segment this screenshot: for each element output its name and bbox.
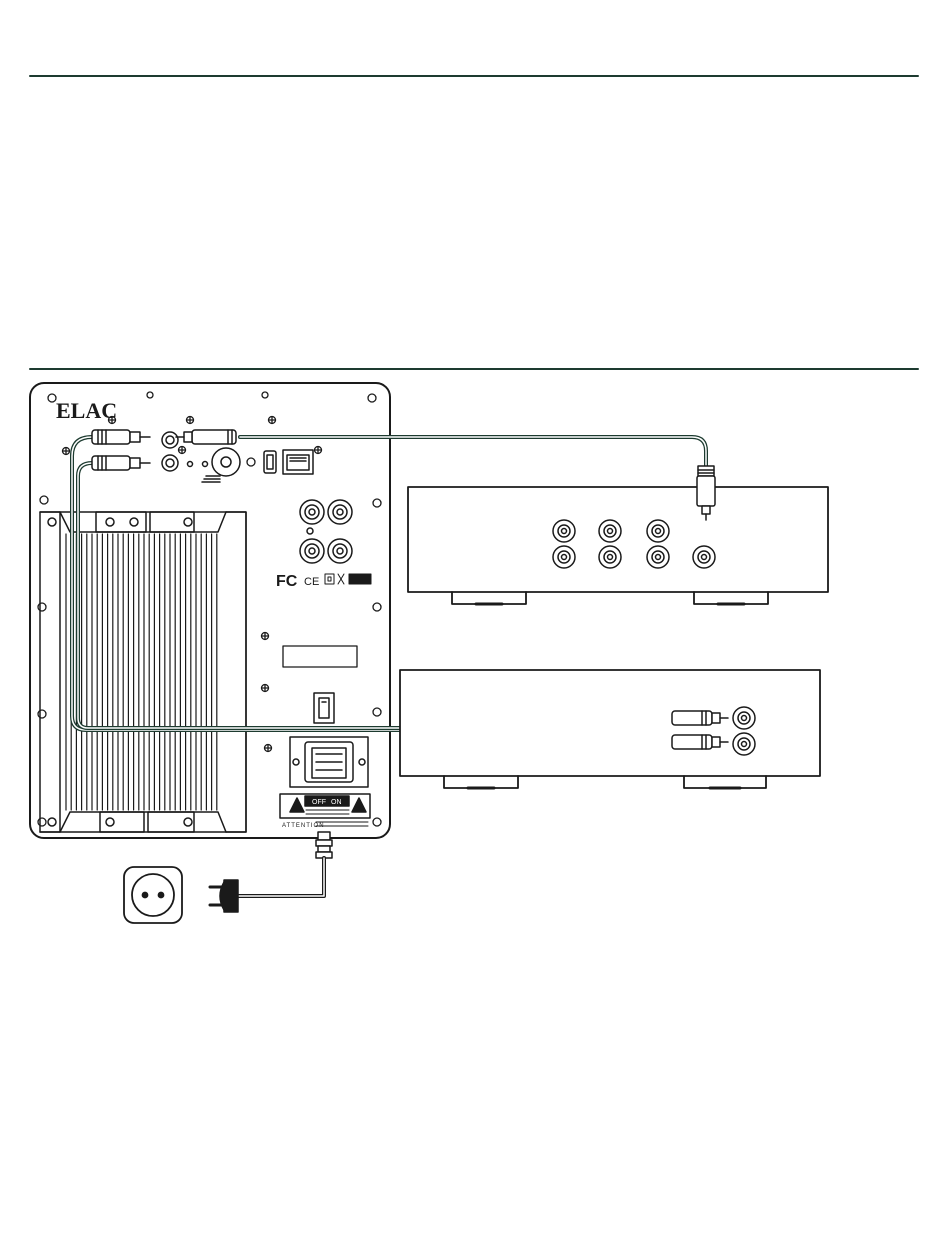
source-foot-right — [684, 776, 766, 788]
wall-socket-icon — [124, 867, 182, 923]
receiver-foot-right — [694, 592, 768, 604]
switch-off-label: OFF — [312, 799, 326, 806]
fcc-mark: FC — [276, 573, 298, 590]
switch-on-label: ON — [331, 799, 342, 806]
subwoofer-back-panel: ELAC — [30, 383, 390, 838]
receiver-foot-left — [452, 592, 526, 604]
ce-mark: CE — [304, 576, 319, 588]
av-receiver — [408, 487, 828, 604]
power-plug-icon — [210, 880, 238, 912]
source-body — [400, 670, 820, 776]
source-device — [400, 670, 820, 788]
source-foot-left — [444, 776, 518, 788]
power-cable — [238, 832, 332, 896]
brand-logo: ELAC — [56, 398, 117, 423]
